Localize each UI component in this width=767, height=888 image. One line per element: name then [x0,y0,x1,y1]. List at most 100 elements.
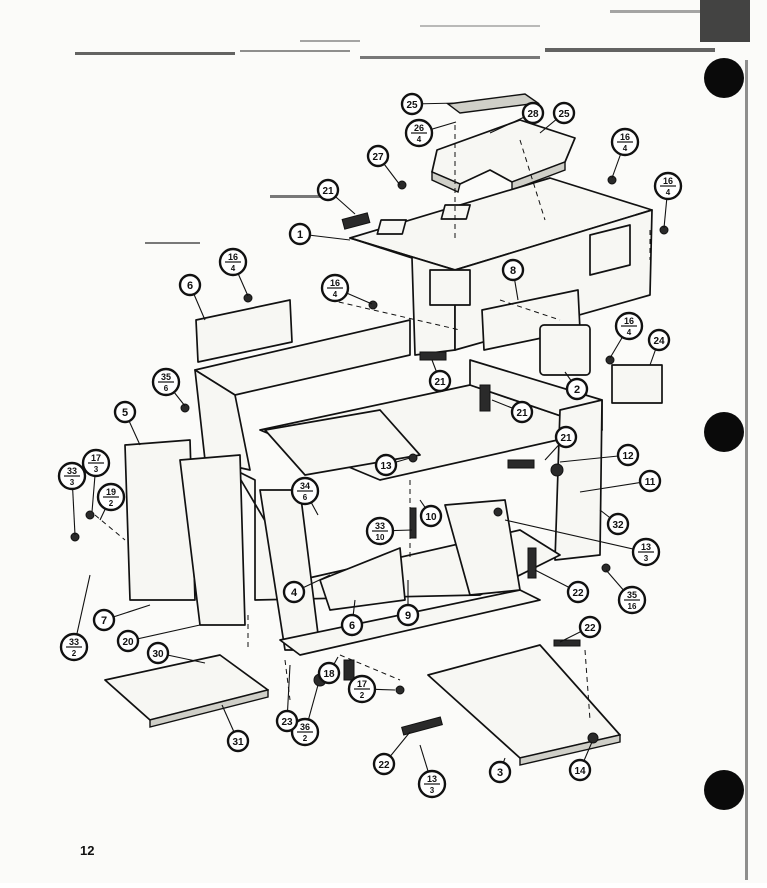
callout-number: 35 [627,590,637,600]
callout-circle [372,752,396,776]
callout-c4: 4 [282,580,306,604]
callout-number: 13 [641,542,651,552]
callout-c28: 28 [521,101,545,125]
left-drip-tray-lip [149,689,269,728]
callout-circle [578,615,602,639]
callout-c21d: 21 [554,425,578,449]
callout-c33a: 333 [57,461,87,491]
callout-number: 22 [584,623,596,634]
callout-number: 13 [427,774,437,784]
callout-number: 2 [574,384,580,396]
callout-number: 23 [281,717,293,728]
callout-circle [317,661,341,685]
callout-c21b: 21 [428,369,452,393]
callout-c22a: 22 [566,580,590,604]
callout-quantity: 3 [644,554,649,563]
callout-circle [178,273,202,297]
callout-circle [113,400,137,424]
callout-c16b: 164 [653,171,683,201]
callout-number: 33 [69,637,79,647]
callout-circle [488,760,512,784]
callout-circle [565,377,589,401]
callout-circle [568,758,592,782]
punch-hole [704,58,744,98]
callout-number: 16 [624,316,634,326]
punch-hole [704,412,744,452]
callout-number: 14 [574,766,586,777]
callout-circle [566,580,590,604]
callout-circle [282,580,306,604]
callout-number: 17 [357,679,367,689]
callout-quantity: 3 [94,465,99,474]
callout-number: 16 [663,176,673,186]
callout-circle [275,709,299,733]
callout-circle [400,92,424,116]
callout-number: 21 [516,408,528,419]
callout-quantity: 6 [164,384,169,393]
callout-number: 11 [645,477,656,488]
callout-circle [616,443,640,467]
callout-circle [340,613,364,637]
callout-c25a: 25 [400,92,424,116]
callout-number: 21 [322,186,334,197]
callout-c9: 9 [396,603,420,627]
callout-c8a: 8 [501,258,525,282]
callout-circle [606,512,630,536]
callout-circle [428,369,452,393]
callout-number: 10 [425,512,437,523]
callout-quantity: 4 [333,290,338,299]
callout-circle [366,144,390,168]
callout-number: 21 [560,433,572,444]
callout-c16c: 164 [218,247,248,277]
explode-lines [94,125,651,721]
callout-circle [374,453,398,477]
callout-number: 6 [349,620,355,632]
callout-c20: 20 [116,629,140,653]
callout-number: 7 [101,615,107,627]
callout-circle [288,222,312,246]
callout-c16a: 164 [610,127,640,157]
callout-c26a: 264 [404,118,434,148]
callout-number: 25 [406,100,418,111]
callout-circle [552,101,576,125]
callout-number: 3 [497,767,503,779]
callout-c11: 11 [638,469,662,493]
callout-c13b: 133 [631,537,661,567]
callout-number: 19 [106,487,116,497]
callout-quantity: 4 [417,135,422,144]
callout-number: 5 [122,407,128,419]
callout-circle [638,469,662,493]
callout-number: 20 [122,637,134,648]
callout-c33c: 332 [59,632,89,662]
callout-c32: 32 [606,512,630,536]
callout-c21c: 21 [510,400,534,424]
callout-quantity: 2 [72,649,77,658]
callout-c14: 14 [568,758,592,782]
callout-circle [510,400,534,424]
callout-number: 27 [372,152,384,163]
callout-quantity: 4 [666,188,671,197]
callout-c25b: 25 [552,101,576,125]
callout-circle [521,101,545,125]
callout-number: 35 [161,372,171,382]
top-vent-cover [431,93,576,193]
callout-quantity: 4 [623,144,628,153]
callout-number: 36 [300,722,310,732]
callout-c18: 18 [317,661,341,685]
callout-number: 12 [622,451,634,462]
callout-number: 25 [558,109,570,120]
callout-circle [396,603,420,627]
callout-c23: 23 [275,709,299,733]
callout-number: 8 [510,265,516,277]
callout-circle [146,641,170,665]
callout-circle [92,608,116,632]
callout-c30: 30 [146,641,170,665]
callout-c17b: 172 [347,674,377,704]
callout-circle [419,504,443,528]
side-panel-left [195,299,293,363]
callout-number: 4 [291,587,298,599]
